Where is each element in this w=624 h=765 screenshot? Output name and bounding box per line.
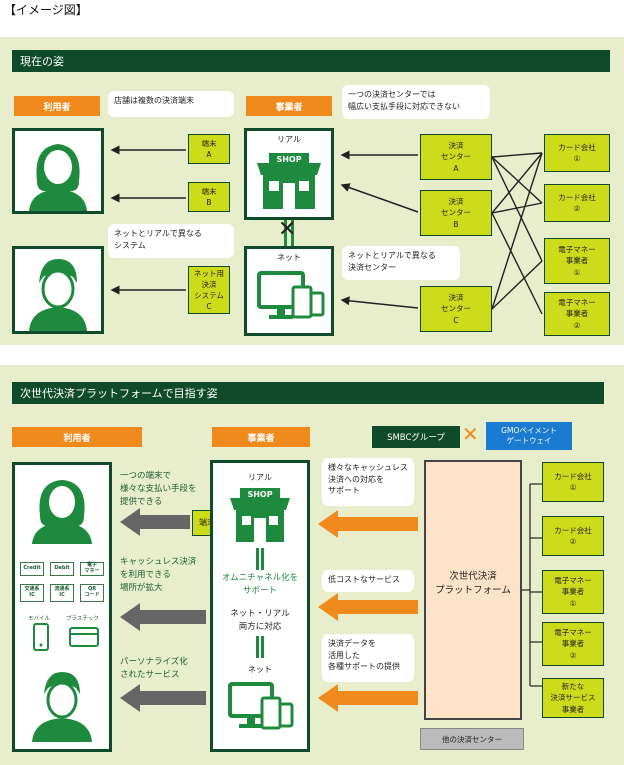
current-real-label: リアル <box>277 135 301 144</box>
current-user-label: 利用者 <box>14 96 100 116</box>
pay-card-emoney: 電子 マネー <box>80 562 104 576</box>
other-center: 他の決済センター <box>420 728 524 750</box>
current-user-box-top <box>12 128 104 214</box>
bubble-net-centers: ネットとリアルで異なる 決済センター <box>342 246 460 280</box>
future-real-label: リアル <box>248 473 272 482</box>
bubble-terminals: 店舗は複数の決済端末 <box>108 91 234 117</box>
woman-icon <box>29 144 87 211</box>
current-card-company-2: カード会社 ② <box>544 184 610 222</box>
future-title: 次世代決済プラットフォームで目指す姿 <box>12 382 604 404</box>
terminal-a: 端末 A <box>188 134 230 164</box>
bubble-low-cost: 低コストなサービス <box>322 570 414 592</box>
net-system-c: ネット用 決済 システム C <box>188 266 230 314</box>
mobile-plastic-icons <box>33 623 99 651</box>
current-merchant-label: 事業者 <box>246 96 332 116</box>
current-net-box: ネット <box>244 246 334 336</box>
smbc-label: SMBCグループ <box>372 426 460 448</box>
gray-arrows <box>120 508 206 712</box>
future-man-icon <box>32 672 92 742</box>
future-net-label: ネット <box>248 665 272 674</box>
future-devices-icon <box>228 682 294 730</box>
future-card-company-2: カード会社 ② <box>542 516 604 556</box>
future-link-top <box>256 548 264 570</box>
bubble-cashless-support: 様々なキャッシュレス 決済への対応を サポート <box>322 458 414 506</box>
platform-label: 次世代決済 プラットフォーム <box>435 571 511 597</box>
orange-arrows <box>318 510 418 712</box>
platform-connectors <box>522 483 542 687</box>
text-single-terminal: 一つの端末で 様々な支払い手段を 提供できる <box>120 471 197 507</box>
current-connectors <box>110 145 543 315</box>
shop-icon: SHOP <box>257 153 321 209</box>
text-cashless: キャッシュレス決済 を利用できる 場所が拡大 <box>120 557 197 593</box>
center-b: 決済 センター B <box>420 190 492 236</box>
center-c: 決済 センター C <box>420 286 492 332</box>
devices-icon <box>257 271 325 319</box>
future-shop-icon: SHOP <box>230 488 290 542</box>
current-title: 現在の姿 <box>12 50 610 72</box>
net-real-text: ネット・リアル 両方に対応 <box>230 609 290 632</box>
current-real-box: リアル SHOP <box>244 128 334 220</box>
man-icon <box>29 259 87 331</box>
bubble-net-real: ネットとリアルで異なる システム <box>108 224 234 258</box>
future-emoney-2: 電子マネー 事業者 ② <box>542 622 604 666</box>
pay-card-credit: Credit <box>20 562 44 576</box>
current-net-label: ネット <box>277 253 301 262</box>
real-net-link <box>284 220 294 246</box>
pay-card-debit: Debit <box>50 562 74 576</box>
gmo-label: GMOペイメント ゲートウェイ <box>486 422 572 450</box>
bubble-centers: 一つの決済センターでは 幅広い支払手段に対応できない <box>342 85 490 119</box>
current-card-company-1: カード会社 ① <box>544 134 610 172</box>
center-a: 決済 センター A <box>420 134 492 180</box>
cross-icon: ✕ <box>278 217 297 242</box>
current-emoney-1: 電子マネー 事業者 ① <box>544 238 610 284</box>
future-emoney-1: 電子マネー 事業者 ① <box>542 570 604 614</box>
header-label: 【イメージ図】 <box>4 3 88 17</box>
future-woman-icon <box>32 480 92 544</box>
future-user-label: 利用者 <box>12 427 142 447</box>
current-emoney-2: 電子マネー 事業者 ② <box>544 292 610 336</box>
pay-card-qr: QR コード <box>80 584 104 602</box>
omni-text: オムニチャネル化を サポート <box>221 573 299 596</box>
shop-sign: SHOP <box>276 155 301 164</box>
current-user-box-bottom <box>12 246 104 334</box>
bubble-data: 決済データを 活用した 各種サポートの提供 <box>322 634 414 682</box>
platform-box <box>424 460 522 720</box>
plastic-label: プラスチック <box>66 616 99 622</box>
pay-card-retail-ic: 流通系 IC <box>50 584 74 602</box>
future-merchant-label: 事業者 <box>212 427 310 447</box>
pay-card-transit-ic: 交通系 IC <box>20 584 44 602</box>
mobile-label: モバイル <box>28 616 51 622</box>
alliance-cross-icon: ✕ <box>462 422 479 446</box>
text-personalized: パーソナライズ化 されたサービス <box>120 657 188 680</box>
future-link-bottom <box>256 636 264 658</box>
future-shop-sign: SHOP <box>247 490 272 499</box>
future-new-service: 新たな 決済サービス 事業者 <box>542 678 604 718</box>
terminal-b: 端末 B <box>188 182 230 212</box>
future-card-company-1: カード会社 ① <box>542 462 604 502</box>
